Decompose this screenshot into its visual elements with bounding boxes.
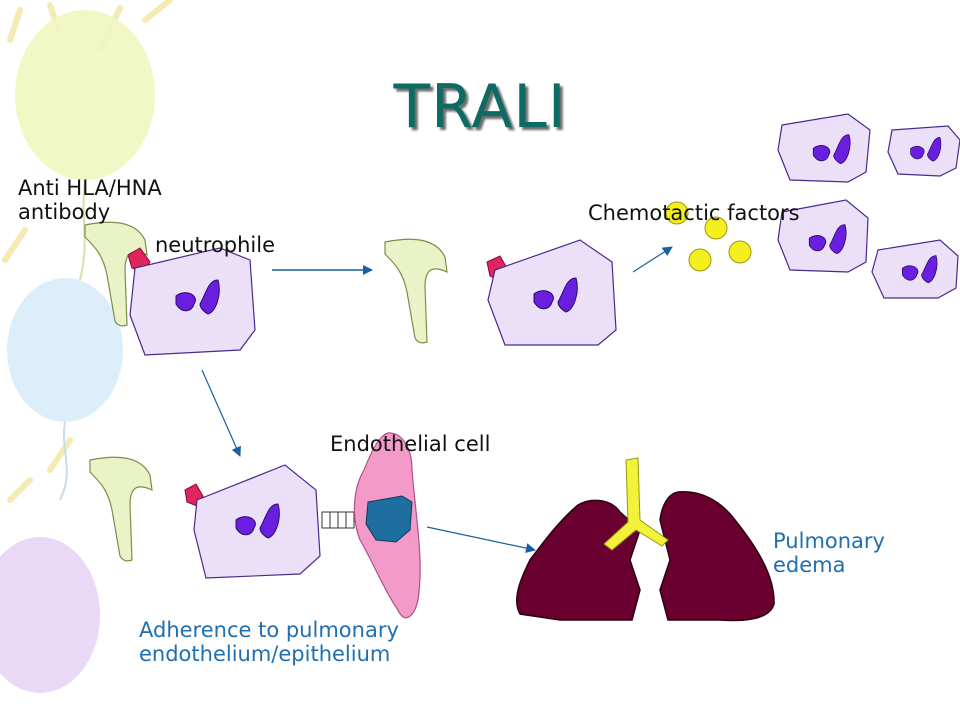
balloon-purple-icon	[0, 537, 100, 693]
slide-title: TRALI	[393, 72, 567, 142]
background-decoration	[0, 0, 173, 693]
edema-label-line1: Pulmonary	[773, 529, 885, 553]
antibody-neutrophil-group-1	[84, 221, 256, 356]
trachea-icon	[603, 457, 669, 551]
antibody-neutrophil-group-2	[384, 238, 617, 346]
endothelial-nucleus-icon	[365, 495, 413, 543]
antibody-label: Anti HLA/HNA antibody	[18, 176, 162, 224]
adherence-label: Adherence to pulmonary endothelium/epith…	[139, 618, 399, 666]
antibody-icon	[89, 456, 153, 562]
chemokine-dot	[704, 216, 728, 240]
arrow-to-lungs	[426, 526, 536, 554]
neutrophil-cell-icon	[193, 464, 321, 579]
arrow-adherence	[201, 369, 241, 457]
endothelial-label: Endothelial cell	[330, 432, 491, 456]
adherence-label-line2: endothelium/epithelium	[139, 642, 391, 667]
neutrophile-label: neutrophile	[155, 233, 276, 257]
left-lung-icon	[516, 499, 641, 621]
antibody-icon	[384, 238, 448, 344]
arrow-chemotaxis	[632, 246, 673, 273]
chemotactic-label: Chemotactic factors	[588, 201, 800, 225]
neutrophil-cell-icon	[487, 239, 617, 346]
balloon-yellow-icon	[15, 10, 155, 180]
chemokine-dot	[728, 240, 752, 264]
adherence-label-line1: Adherence to pulmonary	[139, 618, 399, 642]
lungs-icon	[516, 457, 775, 622]
chemotactic-factors	[665, 201, 752, 272]
edema-label-line2: edema	[773, 553, 846, 578]
edema-label: Pulmonary edema	[773, 529, 885, 577]
adhesion-molecules-icon	[321, 511, 355, 529]
antibody-label-line2: antibody	[18, 200, 111, 225]
chemokine-dot	[688, 248, 712, 272]
antibody-label-line1: Anti HLA/HNA	[18, 176, 162, 200]
recruited-neutrophils	[777, 113, 960, 299]
neutrophil-cell-icon	[777, 199, 869, 273]
antibody-neutrophil-group-3	[89, 432, 421, 619]
chemokine-dot	[665, 201, 689, 225]
right-lung-icon	[659, 491, 775, 622]
balloon-blue-icon	[7, 278, 123, 422]
